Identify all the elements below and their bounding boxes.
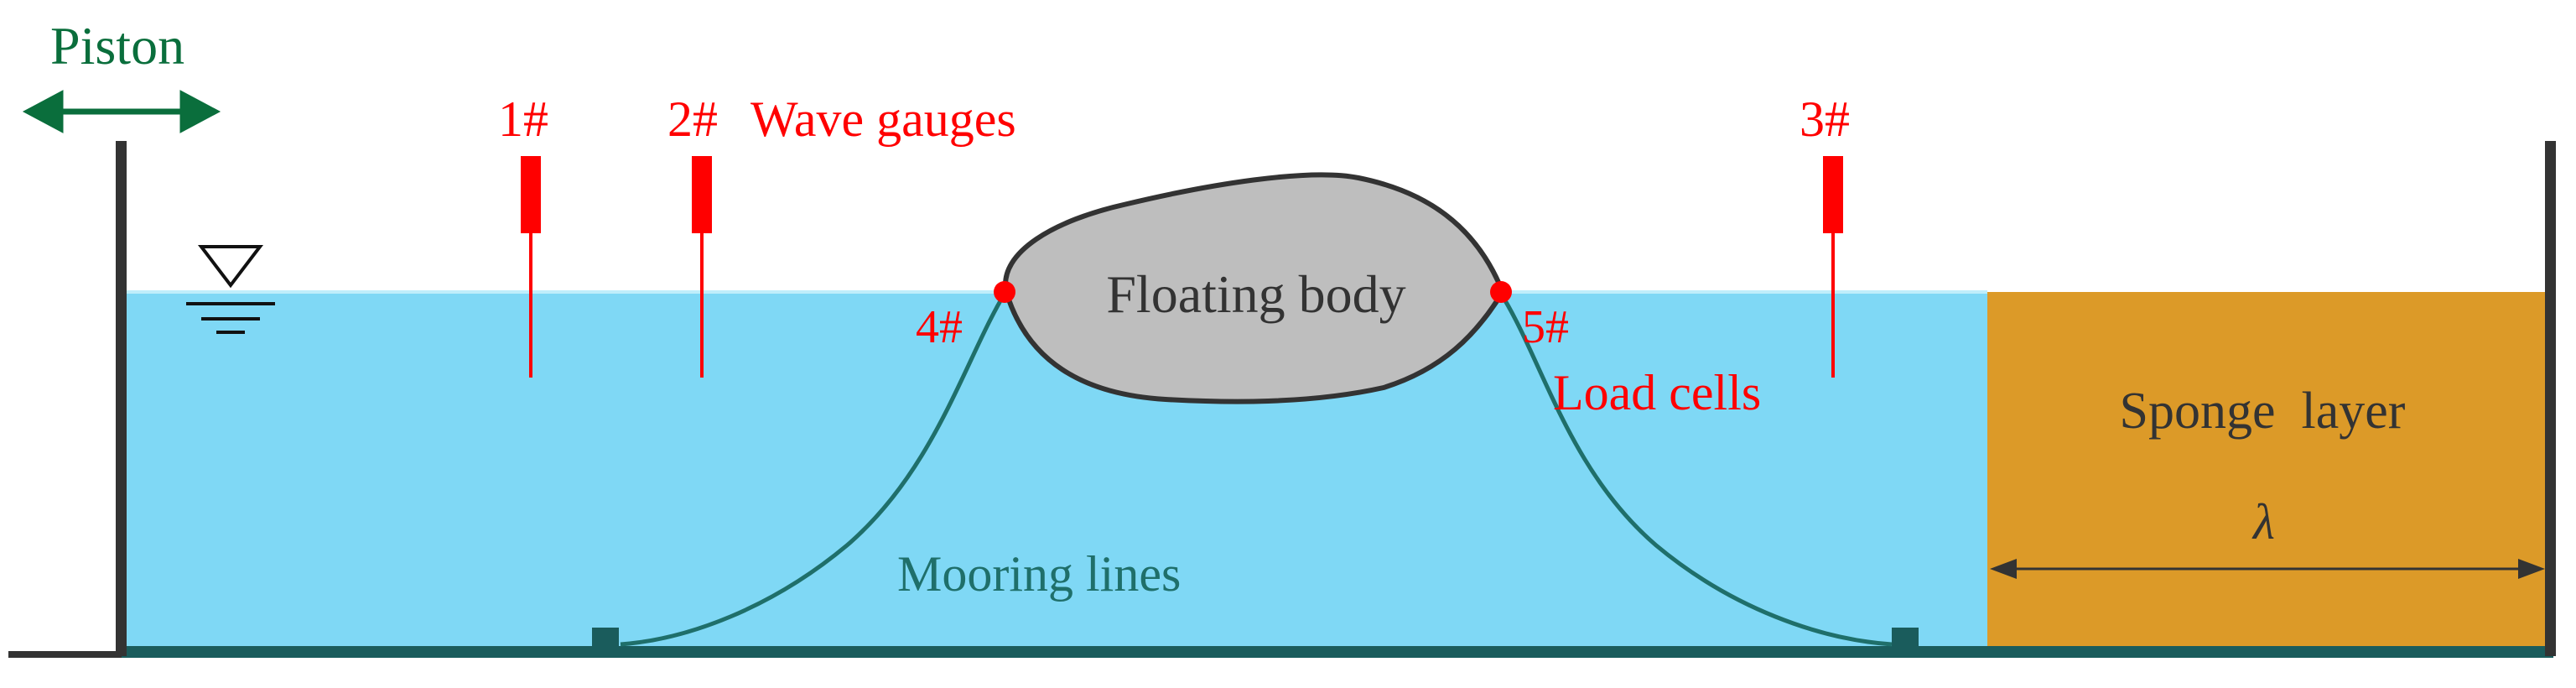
piston-arrow bbox=[22, 90, 221, 133]
tank-floor bbox=[117, 646, 2553, 658]
mooring-line-right bbox=[1498, 292, 1893, 647]
ground-line bbox=[8, 651, 122, 658]
right-wall bbox=[2545, 141, 2556, 656]
wave-gauges-label: Wave gauges bbox=[750, 91, 1016, 147]
piston-label: Piston bbox=[50, 16, 184, 76]
water-level-symbol bbox=[186, 245, 275, 334]
sponge-layer bbox=[1987, 292, 2549, 649]
sponge-layer-label: Sponge layer bbox=[2120, 383, 2406, 440]
gauge-1-label: 1# bbox=[498, 91, 548, 147]
lambda-label: λ bbox=[2251, 494, 2275, 550]
lambda-dimension-arrow bbox=[1990, 559, 2545, 579]
load-cell-5-label: 5# bbox=[1522, 301, 1569, 353]
wave-gauge-1 bbox=[521, 156, 541, 378]
mooring-line-left bbox=[620, 292, 1007, 647]
anchor-right bbox=[1892, 628, 1919, 648]
load-cell-4 bbox=[994, 281, 1015, 303]
floating-body-label: Floating body bbox=[1106, 264, 1405, 324]
left-wall bbox=[116, 141, 127, 656]
gauge-2-label: 2# bbox=[667, 91, 718, 147]
anchor-left bbox=[592, 628, 619, 648]
load-cells-label: Load cells bbox=[1553, 365, 1761, 420]
wave-gauge-2 bbox=[692, 156, 712, 378]
load-cell-4-label: 4# bbox=[916, 301, 963, 353]
mooring-lines-label: Mooring lines bbox=[897, 546, 1181, 602]
gauge-3-label: 3# bbox=[1800, 91, 1850, 147]
load-cell-5 bbox=[1490, 281, 1512, 303]
wave-gauge-3 bbox=[1823, 156, 1843, 378]
